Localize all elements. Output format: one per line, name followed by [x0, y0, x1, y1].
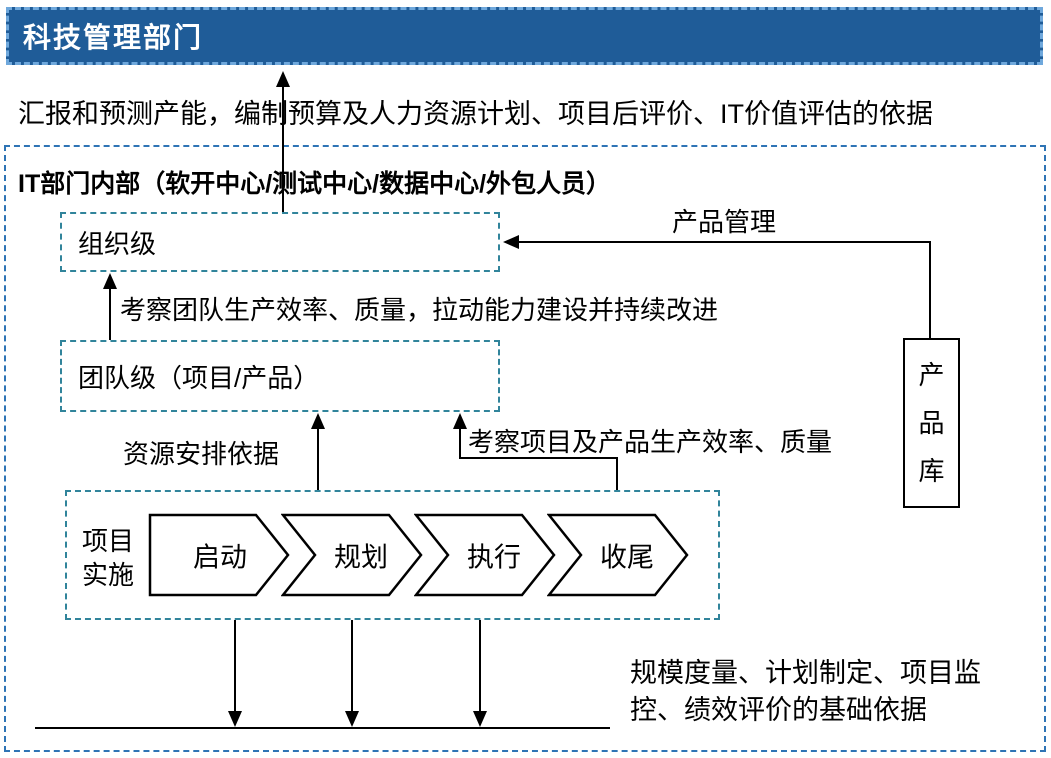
pentagon-arrow-shape: [148, 513, 290, 597]
phase-start-label: 启动: [193, 542, 247, 573]
chevron-arrow-shape: [414, 513, 556, 597]
chevron-arrow-shape: [281, 513, 423, 597]
project-implementation-box: [65, 490, 720, 620]
project-implementation-label: 项目实施: [82, 526, 135, 590]
phase-execute: 执行: [414, 513, 558, 597]
bottom-caption: 规模度量、计划制定、项目监控、绩效评价的基础依据: [630, 658, 981, 725]
org-level-box: 组织级: [60, 212, 500, 272]
product-repository-box: 产品库: [903, 338, 960, 508]
top-caption: 汇报和预测产能，编制预算及人力资源计划、项目后评价、IT价值评估的依据: [18, 99, 933, 129]
resource-arrangement-label: 资源安排依据: [123, 439, 280, 469]
org-level-label: 组织级: [78, 228, 157, 259]
phase-plan-label: 规划: [334, 542, 388, 573]
it-department-box: [4, 145, 1046, 752]
tech-management-header: 科技管理部门: [6, 7, 1043, 65]
phase-close-label: 收尾: [600, 542, 654, 573]
chevron-arrow-shape: [547, 513, 689, 597]
it-department-title: IT部门内部（软开中心/测试中心/数据中心/外包人员）: [18, 170, 612, 198]
team-improvement-label: 考察团队生产效率、质量，拉动能力建设并持续改进: [120, 295, 719, 325]
product-repository-label: 产品库: [918, 360, 945, 486]
phase-start: 启动: [148, 513, 292, 597]
phase-close: 收尾: [547, 513, 691, 597]
project-quality-label: 考察项目及产品生产效率、质量: [468, 427, 833, 457]
phase-plan: 规划: [281, 513, 425, 597]
phase-execute-label: 执行: [467, 542, 521, 573]
header-title: 科技管理部门: [23, 22, 204, 53]
team-level-box: 团队级（项目/产品）: [60, 340, 500, 412]
product-management-label: 产品管理: [672, 207, 777, 237]
team-level-label: 团队级（项目/产品）: [78, 362, 320, 393]
